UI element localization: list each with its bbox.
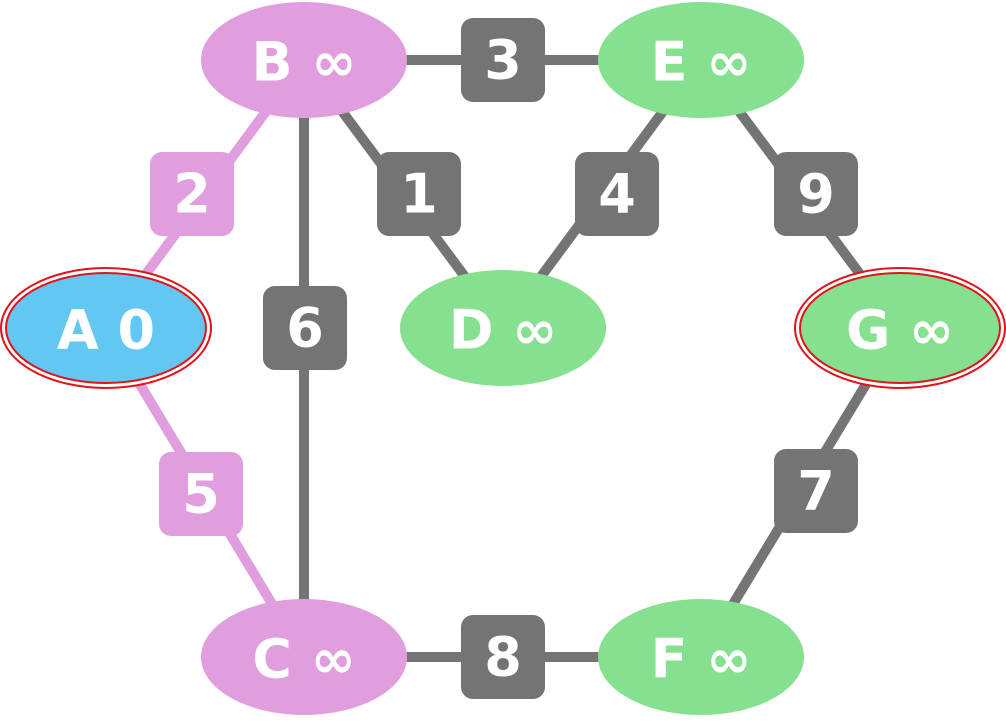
edge-weight-label: 6 [286, 297, 324, 360]
edge-weight-label: 3 [484, 29, 522, 92]
node-ellipse [598, 599, 804, 715]
node-ellipse [400, 270, 606, 386]
edge-weight-box [774, 449, 858, 533]
node-label: A 0 [57, 299, 155, 362]
node-label: E ∞ [651, 31, 752, 94]
edge-weight-box [150, 152, 234, 236]
edge-weight-label: 5 [182, 463, 220, 526]
edge-weight-label: 2 [173, 163, 211, 226]
edge-weight-box [461, 615, 545, 699]
node-label: B ∞ [252, 31, 357, 94]
node-label: D ∞ [449, 299, 558, 362]
node-label: F ∞ [651, 628, 752, 691]
node-ellipse [201, 599, 407, 715]
edge-weight-box [159, 452, 243, 536]
node-g: G ∞ [794, 267, 1006, 389]
node-a: A 0 [0, 267, 212, 389]
edge-b-c: 6 [263, 55, 347, 662]
edge-weight-box [263, 286, 347, 370]
node-c: C ∞ [201, 599, 407, 715]
node-e: E ∞ [598, 2, 804, 118]
edge-weight-label: 1 [400, 163, 438, 226]
node-ellipse [799, 272, 1001, 384]
node-f: F ∞ [598, 599, 804, 715]
edge-weight-box [575, 152, 659, 236]
node-ellipse [598, 2, 804, 118]
node-ellipse [201, 2, 407, 118]
node-ellipse [5, 272, 207, 384]
node-d: D ∞ [400, 270, 606, 386]
edge-weight-box [774, 152, 858, 236]
edge-weight-label: 8 [484, 626, 522, 689]
edge-weight-box [461, 18, 545, 102]
edge-weight-label: 9 [797, 163, 835, 226]
edge-weight-box [377, 152, 461, 236]
edge-weight-label: 4 [598, 163, 636, 226]
node-label: G ∞ [846, 299, 954, 362]
nodes-layer: A 0 B ∞ C ∞ D ∞ E ∞ F ∞ G ∞ [0, 2, 1006, 715]
node-label: C ∞ [252, 628, 355, 691]
node-b: B ∞ [201, 2, 407, 118]
edge-weight-label: 7 [797, 460, 835, 523]
